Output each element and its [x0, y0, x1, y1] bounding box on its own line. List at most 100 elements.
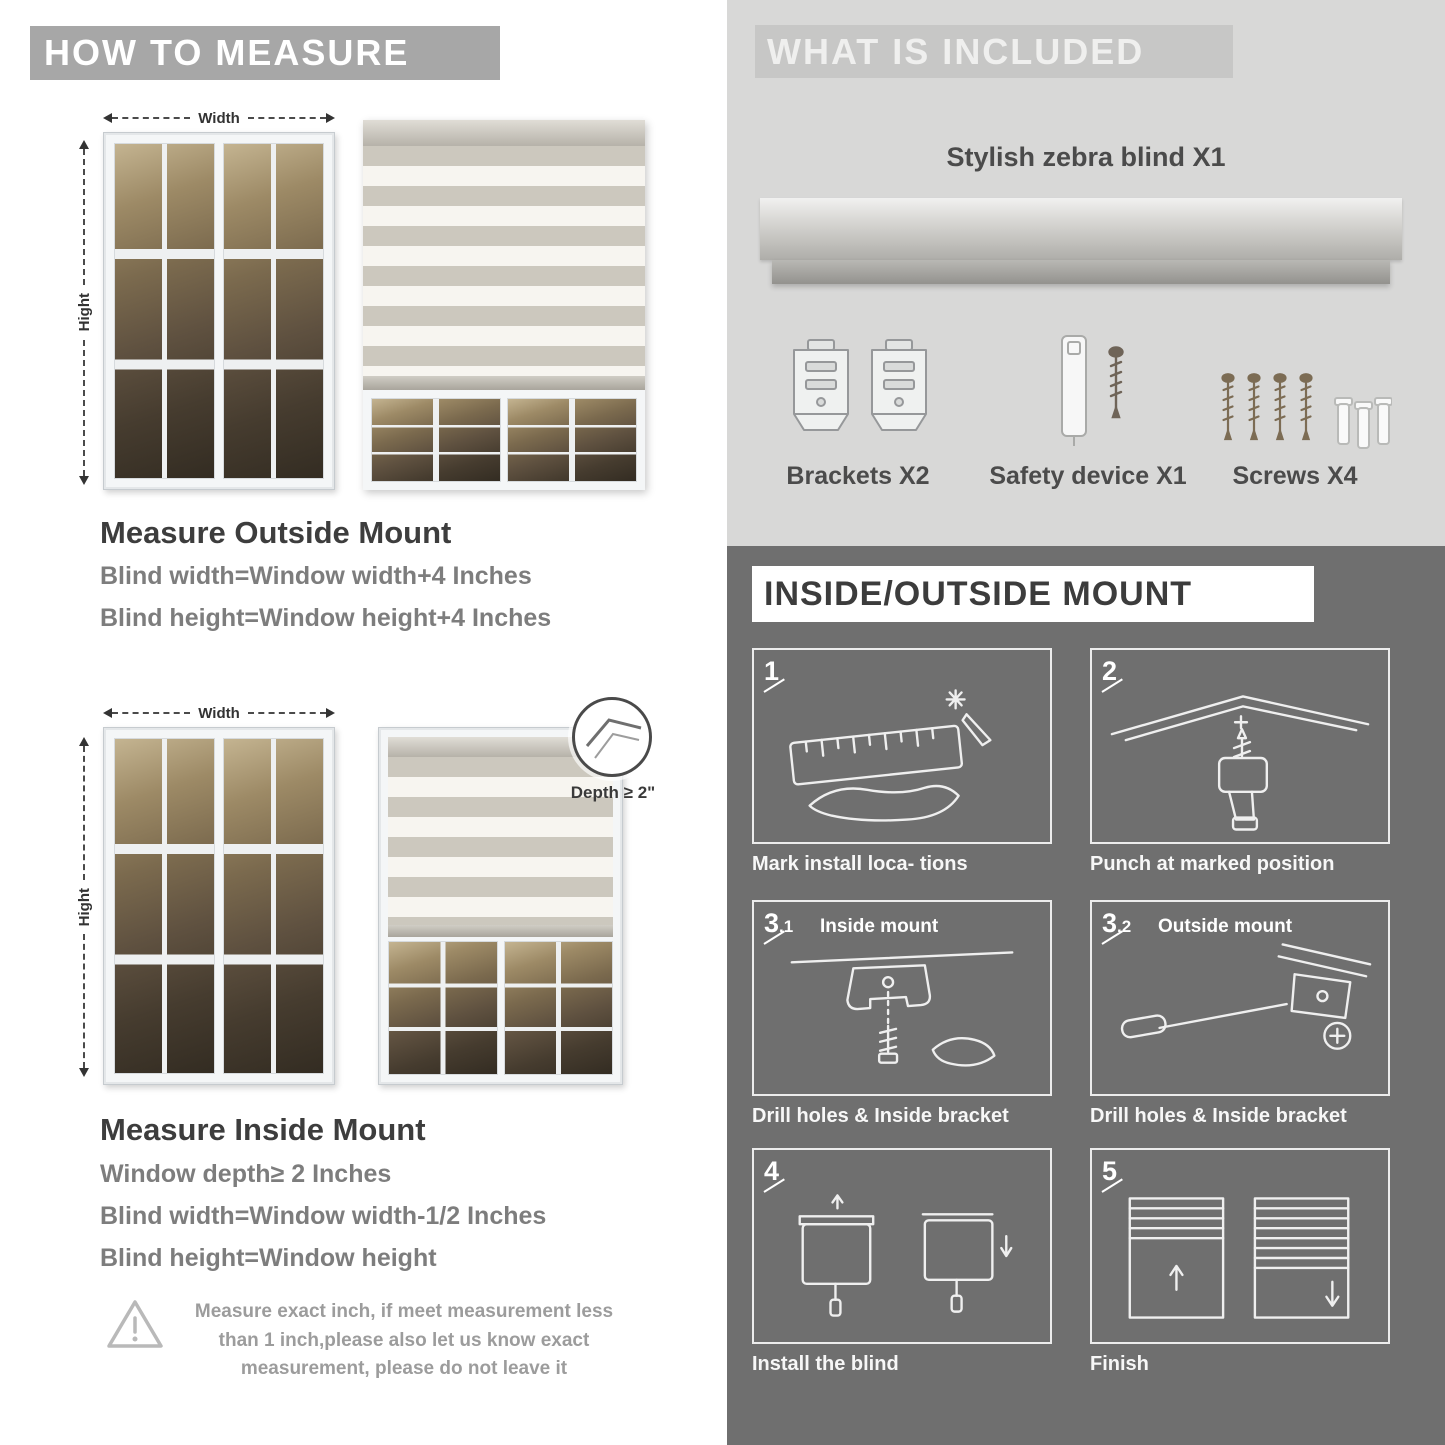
- inside-outside-mount-title: INSIDE/OUTSIDE MOUNT: [764, 574, 1193, 613]
- step-title: Inside mount: [820, 916, 939, 937]
- blind-headrail-illustration: [760, 198, 1402, 260]
- step-1-panel: 1: [752, 648, 1052, 844]
- what-is-included-title: WHAT IS INCLUDED: [767, 30, 1145, 72]
- width-arrow-outside: Width: [103, 109, 336, 127]
- blind-valance-illustration: [772, 260, 1390, 284]
- outside-bracket-illustration: [1120, 943, 1372, 1050]
- step-2-panel: 2: [1090, 648, 1390, 844]
- step-number: 3.1: [764, 908, 793, 939]
- outside-mount-heading: Measure Outside Mount: [100, 515, 452, 550]
- brackets-illustration: [793, 339, 927, 431]
- step-caption: Drill holes & Inside bracket: [1090, 1105, 1347, 1127]
- step-3-1: 3.1 Inside mount Drill holes & Inside br…: [752, 900, 1052, 1128]
- width-label: Width: [198, 109, 240, 127]
- depth-callout-circle: [572, 697, 652, 777]
- product-title: Stylish zebra blind X1: [946, 142, 1226, 172]
- arrow-up-head: [79, 140, 89, 149]
- outside-mount-line2: Blind height=Window height+4 Inches: [100, 604, 552, 632]
- step-caption: Drill holes & Inside bracket: [752, 1105, 1009, 1127]
- step-caption: Finish: [1090, 1353, 1149, 1375]
- arrow-line: [247, 117, 327, 119]
- step-2: 2 Punch at marked position: [1090, 648, 1390, 876]
- screw-icon: [1221, 373, 1235, 441]
- inside-outside-mount-banner: INSIDE/OUTSIDE MOUNT: [752, 566, 1314, 622]
- inside-mount-line3: Blind height=Window height: [100, 1244, 437, 1272]
- screw-icon: [1247, 373, 1261, 441]
- step-caption: Punch at marked position: [1090, 853, 1335, 875]
- step-number: 3.2: [1102, 908, 1131, 939]
- window-sash: [223, 738, 324, 1074]
- bracket-icon: [871, 339, 927, 431]
- window-sash: [507, 398, 637, 482]
- blind-cassette: [388, 737, 613, 757]
- arrow-left-head: [103, 708, 112, 718]
- arrow-right-head: [326, 113, 336, 123]
- height-arrow-outside: Hight: [75, 140, 93, 486]
- blind-stripes: [363, 146, 645, 376]
- step-number: 5: [1102, 1156, 1117, 1187]
- step-3-2: 3.2 Outside mount Drill holes & Inside b…: [1090, 900, 1390, 1128]
- step-caption: Install the blind: [752, 1353, 899, 1375]
- window-sash: [114, 738, 215, 1074]
- arrow-down-head: [79, 476, 89, 486]
- step-4-panel: 4: [752, 1148, 1052, 1344]
- step-1: 1 Mark install loca- tions: [752, 648, 1052, 876]
- mount-section-background: [727, 546, 1445, 1445]
- drill-illustration: [1110, 695, 1370, 831]
- inside-mount-line2: Blind width=Window width-1/2 Inches: [100, 1202, 547, 1230]
- finish-illustration: [1128, 1197, 1350, 1319]
- step-number-main: 4: [764, 1156, 780, 1186]
- height-label: Hight: [75, 293, 93, 332]
- screw-icon: [1108, 346, 1124, 419]
- blind-bottom-rail: [388, 925, 613, 937]
- window-sash: [371, 398, 501, 482]
- arrow-line: [83, 934, 85, 1069]
- screw-icon: [1299, 373, 1313, 441]
- outside-mount-line1: Blind width=Window width+4 Inches: [100, 562, 532, 590]
- window-sash: [388, 941, 498, 1075]
- screws-illustration: [1221, 373, 1392, 449]
- window-illustration-outside: [103, 132, 335, 490]
- safety-device-label: Safety device X1: [989, 462, 1187, 490]
- step-number-main: 5: [1102, 1156, 1118, 1186]
- arrow-line: [83, 149, 85, 286]
- arrow-line: [83, 339, 85, 477]
- step-title: Outside mount: [1158, 916, 1293, 937]
- step-4: 4 Install the blind: [752, 1148, 1052, 1376]
- arrow-down-head: [79, 1068, 89, 1078]
- step-number: 1: [764, 656, 779, 687]
- inside-blind: [388, 737, 613, 937]
- brackets-label: Brackets X2: [786, 462, 930, 490]
- zebra-blind-illustration-inside: [378, 727, 623, 1085]
- window-sash: [503, 941, 613, 1075]
- step-number-main: 3: [1102, 908, 1118, 938]
- step-number: 4: [764, 1156, 779, 1187]
- arrow-line: [112, 117, 191, 119]
- height-arrow-inside: Hight: [76, 737, 93, 1078]
- width-arrow-inside: Width: [103, 704, 336, 722]
- step-caption: Mark install loca- tions: [752, 853, 968, 875]
- anchor-icon: [1334, 397, 1353, 445]
- arrow-line: [247, 712, 327, 714]
- arrow-right-head: [326, 708, 336, 718]
- window-sash: [114, 143, 215, 479]
- warning-icon: [107, 1300, 163, 1348]
- blind-bottom-rail: [363, 376, 645, 390]
- what-is-included-banner: WHAT IS INCLUDED: [755, 25, 1233, 78]
- step-number-main: 2: [1102, 656, 1118, 686]
- arrow-line: [83, 746, 85, 880]
- step-5: 5 Finish: [1090, 1148, 1390, 1376]
- window-panes-below-blind: [388, 941, 613, 1075]
- blind-cassette: [363, 120, 645, 146]
- arrow-line: [112, 712, 191, 714]
- how-to-measure-banner: HOW TO MEASURE: [30, 26, 500, 80]
- screw-icon: [1273, 373, 1287, 441]
- safety-device-illustration: [1061, 335, 1124, 446]
- anchor-icon: [1354, 401, 1373, 449]
- step-3-2-panel: 3.2 Outside mount: [1090, 900, 1390, 1096]
- bracket-icon: [793, 339, 849, 431]
- measurement-note: Measure exact inch, if meet measurement …: [194, 1301, 614, 1379]
- width-label: Width: [198, 704, 240, 722]
- window-illustration-inside: [103, 727, 335, 1085]
